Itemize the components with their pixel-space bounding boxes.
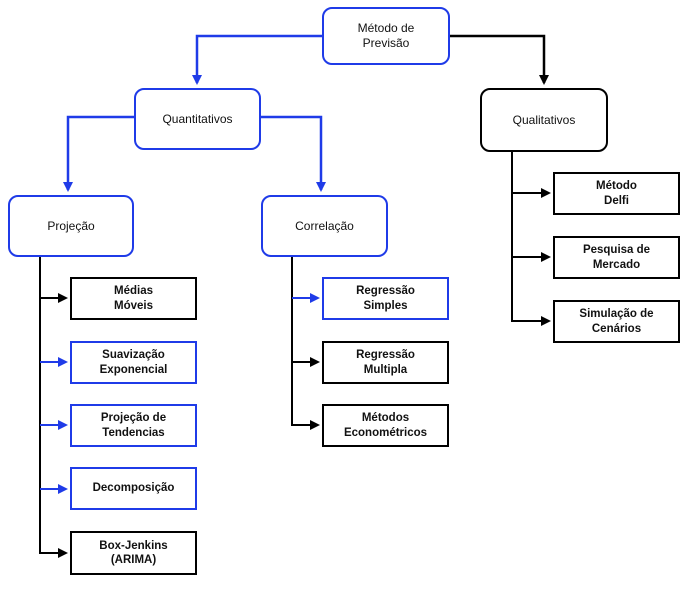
node-regressao-simples-label: Regressão Simples — [356, 285, 415, 312]
node-qualitativos: Qualitativos — [480, 88, 608, 152]
node-regressao-multipla: Regressão Multipla — [322, 341, 449, 384]
node-correlacao-label: Correlação — [295, 218, 354, 233]
node-regressao-multipla-label: Regressão Multipla — [356, 349, 415, 376]
node-projecao-de-tendencias: Projeção de Tendencias — [70, 404, 197, 447]
node-suavizacao-exponencial-label: Suavização Exponencial — [99, 349, 168, 376]
node-box-jenkins-label: Box-Jenkins (ARIMA) — [99, 539, 168, 566]
node-pesquisa-de-mercado: Pesquisa de Mercado — [553, 236, 680, 279]
node-medias-moveis: Médias Móveis — [70, 277, 197, 320]
node-simulacao-de-cenarios-label: Simulação de Cenários — [579, 308, 654, 335]
node-decomposicao-label: Decomposição — [92, 482, 175, 495]
node-projecao-label: Projeção — [47, 218, 95, 233]
node-qualitativos-label: Qualitativos — [512, 112, 576, 127]
node-medias-moveis-label: Médias Móveis — [114, 285, 153, 312]
node-decomposicao: Decomposição — [70, 467, 197, 510]
node-projecao-de-tendencias-label: Projeção de Tendencias — [100, 412, 167, 439]
node-metodos-econometricos-label: Métodos Econométricos — [343, 412, 428, 439]
node-metodo-delfi-label: Método Delfi — [596, 180, 637, 207]
edge-metodo-quantitativos — [192, 34, 322, 85]
node-quantitativos: Quantitativos — [134, 88, 261, 150]
edge-quant-correlacao — [261, 115, 326, 192]
node-simulacao-de-cenarios: Simulação de Cenários — [553, 300, 680, 343]
node-metodo-delfi: Método Delfi — [553, 172, 680, 215]
node-correlacao: Correlação — [261, 195, 388, 257]
node-metodo-de-previsao-label: Método de Previsão — [357, 21, 415, 50]
node-pesquisa-de-mercado-label: Pesquisa de Mercado — [582, 244, 651, 271]
edge-metodo-qualitativos — [450, 34, 549, 85]
edge-quant-projecao — [63, 115, 134, 192]
node-projecao: Projeção — [8, 195, 134, 257]
node-regressao-simples: Regressão Simples — [322, 277, 449, 320]
node-quantitativos-label: Quantitativos — [162, 111, 233, 126]
node-metodos-econometricos: Métodos Econométricos — [322, 404, 449, 447]
node-metodo-de-previsao: Método de Previsão — [322, 7, 450, 65]
node-suavizacao-exponencial: Suavização Exponencial — [70, 341, 197, 384]
node-box-jenkins: Box-Jenkins (ARIMA) — [70, 531, 197, 575]
